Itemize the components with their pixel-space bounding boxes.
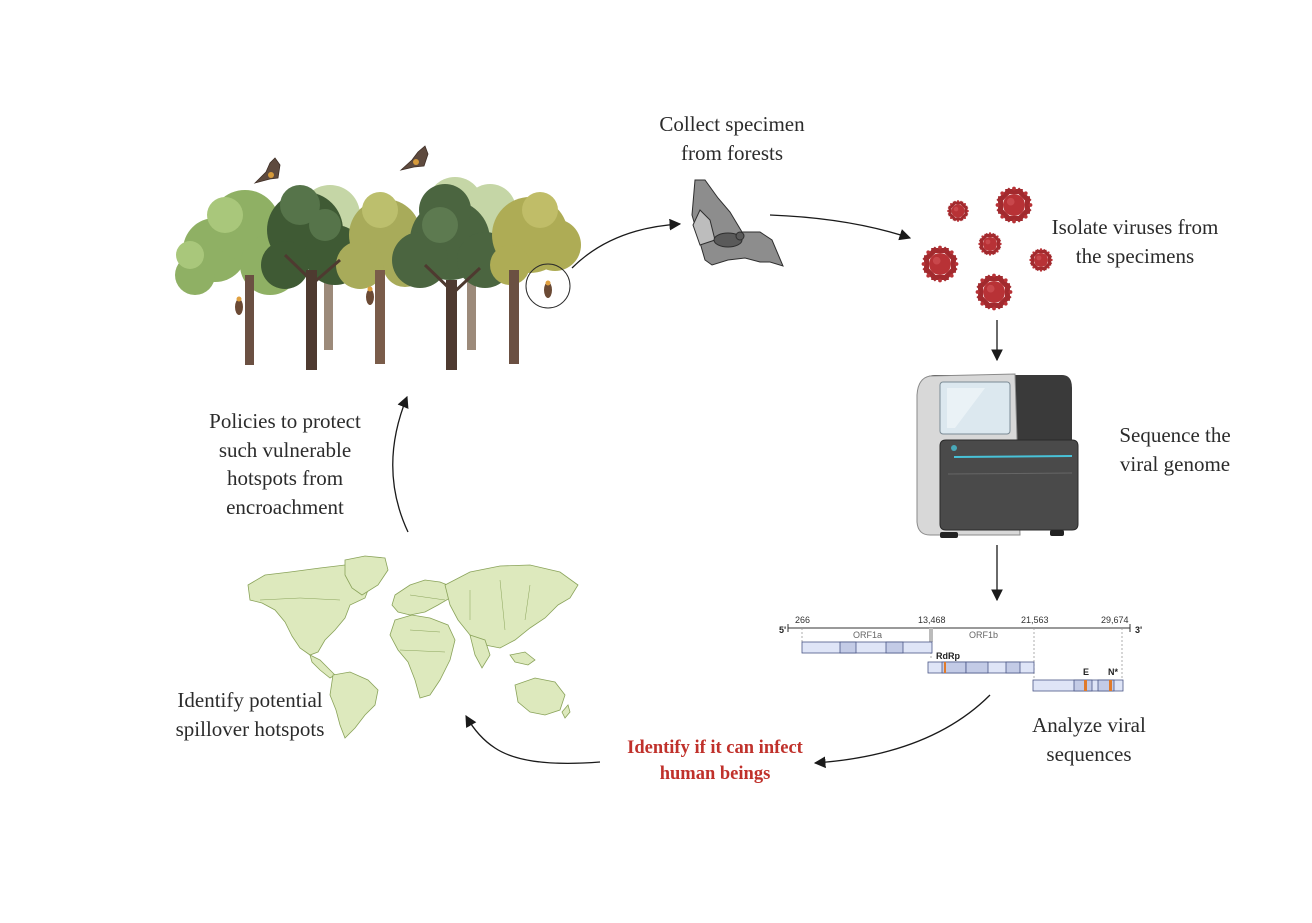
arrow-forest-to-bat — [571, 218, 682, 269]
arrow-bat-to-virus — [769, 214, 912, 241]
rdrp-label: RdRp — [936, 651, 960, 661]
three-prime-label: 3' — [1135, 625, 1142, 635]
policies-label: Policies to protect such vulnerable hots… — [209, 409, 361, 519]
collect-specimen-label: Collect specimen from forests — [659, 112, 805, 165]
five-prime-label: 5' — [779, 625, 786, 635]
virus-cluster — [922, 187, 1053, 311]
forest-illustration — [175, 145, 581, 370]
isolate-viruses-label: Isolate viruses from the specimens — [1051, 215, 1219, 268]
genome-map: 5' 3' 266 13,468 21,563 29,674 ORF1a ORF… — [779, 615, 1142, 692]
arrow-map-to-forest — [392, 395, 409, 533]
orf1b-label: ORF1b — [969, 630, 998, 640]
e-gene-label: E — [1083, 667, 1089, 677]
orf1a-label: ORF1a — [853, 630, 882, 640]
position-label: 21,563 — [1021, 615, 1049, 625]
position-label: 29,674 — [1101, 615, 1129, 625]
spillover-hotspots-label: Identify potential spillover hotspots — [175, 688, 325, 741]
analyze-sequences-label: Analyze viral sequences — [1032, 713, 1146, 766]
sequence-genome-label: Sequence the viral genome — [1119, 423, 1231, 476]
position-label: 266 — [795, 615, 810, 625]
n-gene-label: N* — [1108, 667, 1118, 677]
cycle-arrows — [392, 214, 1003, 769]
bat-illustration — [691, 179, 784, 267]
infect-humans-label: Identify if it can infect human beings — [627, 738, 803, 784]
sequencer-machine — [916, 373, 1079, 538]
position-label: 13,468 — [918, 615, 946, 625]
arrow-infect-to-map — [465, 714, 601, 764]
world-map — [247, 555, 579, 739]
arrow-genome-to-infect — [813, 694, 991, 769]
